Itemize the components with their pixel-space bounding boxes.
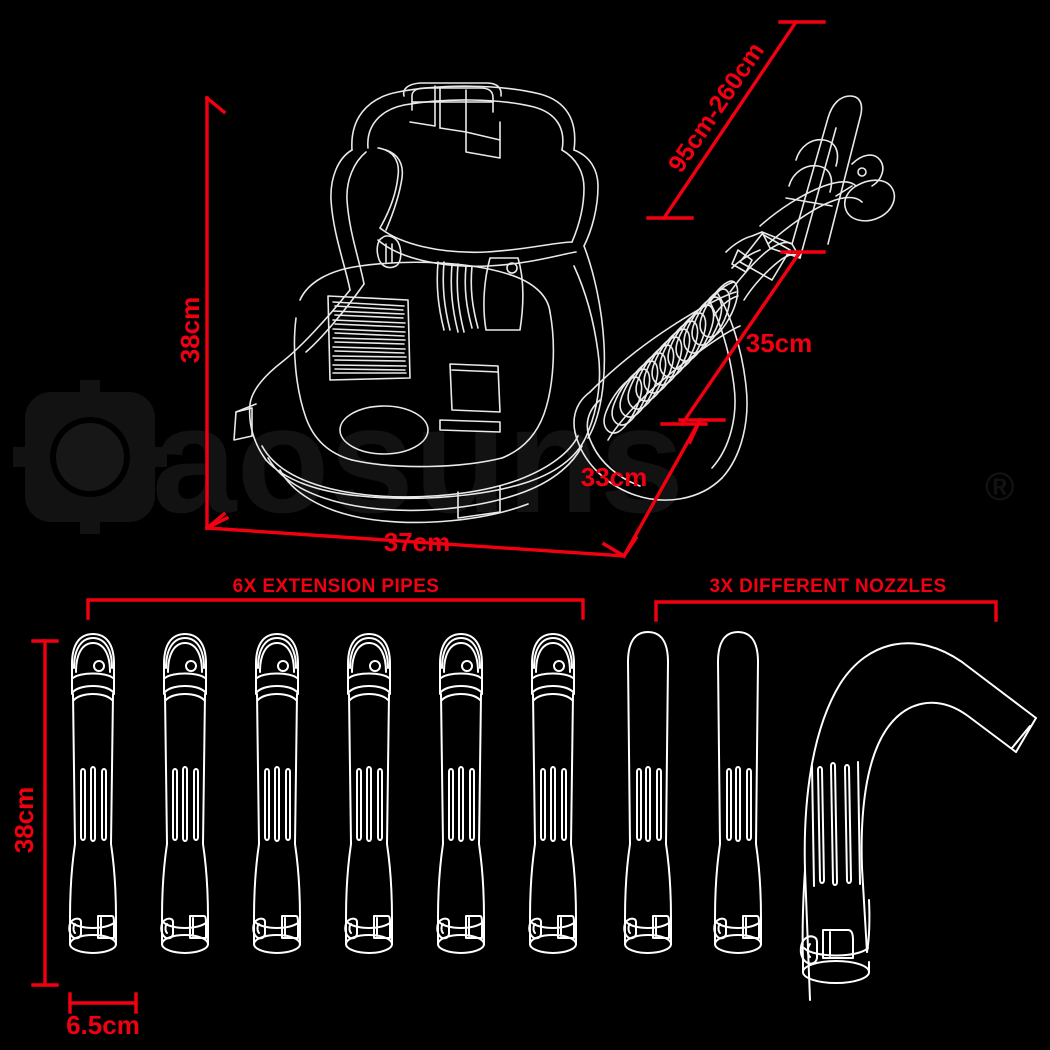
dimension-line-pipe-diameter-6-5cm	[68, 992, 138, 1014]
group-labels: 6X EXTENSION PIPES 3X DIFFERENT NOZZLES	[233, 576, 947, 597]
nozzle-curved	[799, 642, 1037, 1001]
throttle-handle	[725, 154, 896, 273]
label-different-nozzles: 3X DIFFERENT NOZZLES	[709, 576, 946, 597]
bracket-extension-pipes	[86, 598, 585, 620]
label-width-37cm: 37cm	[384, 527, 451, 557]
dimension-line-tube-95-260cm	[646, 19, 826, 221]
tube-joint	[709, 281, 739, 317]
dimension-line-pipe-length-38cm	[31, 639, 59, 987]
air-filter-grille	[327, 295, 411, 381]
control-panel-bars	[436, 257, 524, 433]
dimension-line-width-37cm	[204, 515, 627, 559]
label-extension-pipes: 6X EXTENSION PIPES	[233, 576, 440, 597]
blower-body-shell	[248, 227, 606, 500]
blower-tube	[761, 95, 863, 259]
label-depth-35cm: 35cm	[746, 328, 813, 358]
harness-assembly	[330, 82, 599, 291]
gear-icon	[13, 380, 167, 534]
elbow-connector	[729, 233, 801, 301]
base-frame	[233, 403, 583, 524]
label-tube-length: 95cm-260cm	[663, 37, 770, 177]
dimension-labels: 38cm 95cm-260cm 35cm 33cm 37cm 38cm 6.5c…	[9, 37, 812, 1040]
dimension-line-depth-35cm	[660, 249, 826, 427]
parts-illustrations	[68, 631, 1037, 1001]
dimension-line-height-38cm	[204, 95, 227, 531]
label-pipe-diameter-6-5cm: 6.5cm	[66, 1010, 140, 1040]
bracket-different-nozzles	[654, 600, 998, 622]
flexible-hose	[573, 280, 748, 501]
oval-cap	[339, 235, 429, 455]
watermark-registered-mark: ®	[985, 465, 1014, 509]
label-pipe-length-38cm: 38cm	[9, 787, 39, 854]
label-height-38cm: 38cm	[175, 297, 205, 364]
label-depth-33cm: 33cm	[581, 462, 648, 492]
blower-illustration	[233, 82, 896, 524]
